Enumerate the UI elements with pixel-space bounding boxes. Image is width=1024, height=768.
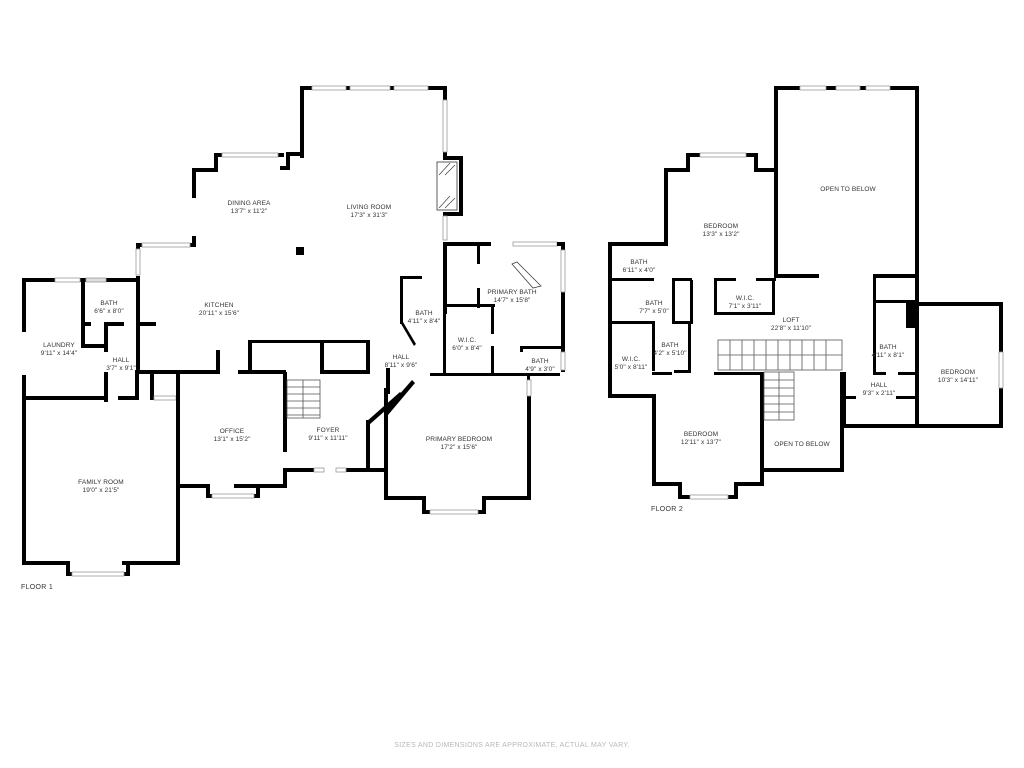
room-dimensions: 17'2" x 15'6" xyxy=(440,444,478,451)
room-dimensions: 3'7" x 9'1" xyxy=(106,365,136,372)
room-bath: BATH 6'6" x 8'0" xyxy=(94,300,124,316)
room-dimensions: 6'11" x 4'0" xyxy=(622,267,656,274)
room-name: PRIMARY BEDROOM xyxy=(425,436,493,443)
room-kitchen: KITCHEN 20'11" x 15'6" xyxy=(199,302,239,318)
room-dimensions: 13'3" x 13'2" xyxy=(702,231,740,238)
room-dimensions: 10'3" x 14'11" xyxy=(937,377,979,384)
room-dimensions: 8'11" x 9'6" xyxy=(384,362,418,369)
room-name: FOYER xyxy=(316,427,340,434)
room-open-to-below: OPEN TO BELOW xyxy=(774,441,830,449)
room-bath: BATH 7'7" x 5'0" xyxy=(639,300,669,316)
room-dimensions: 4'2" x 5'10" xyxy=(653,350,687,357)
room-name: BEDROOM xyxy=(683,431,719,438)
room-dimensions: 14'7" x 15'8" xyxy=(493,297,531,304)
room-loft: LOFT 22'8" x 11'10" xyxy=(771,317,811,333)
room-dimensions: 6'0" x 8'4" xyxy=(452,345,482,352)
room-bath: BATH 4'11" x 8'4" xyxy=(408,310,441,326)
room-name: OPEN TO BELOW xyxy=(820,186,876,193)
room-name: FAMILY ROOM xyxy=(78,479,124,486)
room-dimensions: 22'8" x 11'10" xyxy=(770,325,812,332)
room-walk-in-closet: W.I.C. 7'1" x 3'11" xyxy=(729,295,762,311)
room-bedroom: BEDROOM 12'11" x 13'7" xyxy=(681,431,721,447)
room-bath: BATH 6'11" x 4'0" xyxy=(623,259,656,275)
room-name: BATH xyxy=(645,300,663,307)
room-dimensions: 4'11" x 8'1" xyxy=(871,352,905,359)
disclaimer-text: SIZES AND DIMENSIONS ARE APPROXIMATE, AC… xyxy=(394,742,630,749)
room-walk-in-closet: W.I.C. 6'0" x 8'4" xyxy=(452,337,482,353)
room-primary-bath: PRIMARY BATH 14'7" x 15'8" xyxy=(487,289,536,305)
room-dimensions: 19'0" x 21'5" xyxy=(82,487,120,494)
room-dimensions: 17'3" x 31'3" xyxy=(350,212,388,219)
room-name: BATH xyxy=(415,310,433,317)
room-name: LOFT xyxy=(782,317,800,324)
room-living-room: LIVING ROOM 17'3" x 31'3" xyxy=(347,204,391,220)
room-bedroom: BEDROOM 13'3" x 13'2" xyxy=(703,223,740,239)
room-dining-area: DINING AREA 13'7" x 11'2" xyxy=(228,200,271,216)
room-dimensions: 7'7" x 5'0" xyxy=(639,308,669,315)
room-office: OFFICE 13'1" x 15'2" xyxy=(214,428,251,444)
room-dimensions: 4'9" x 3'0" xyxy=(525,366,555,373)
room-dimensions: 5'0" x 8'11" xyxy=(614,364,648,371)
room-dimensions: 4'11" x 8'4" xyxy=(407,318,441,325)
floor2-walls xyxy=(608,85,1004,500)
room-bath: BATH 4'11" x 8'1" xyxy=(872,344,905,360)
room-hall: HALL 3'7" x 9'1" xyxy=(106,357,136,373)
floor1-label: FLOOR 1 xyxy=(21,584,54,591)
room-name: W.I.C. xyxy=(457,337,477,344)
room-name: KITCHEN xyxy=(204,302,234,309)
room-name: HALL xyxy=(870,382,888,389)
room-name: BATH xyxy=(661,342,679,349)
room-name: BEDROOM xyxy=(703,223,739,230)
room-open-to-below: OPEN TO BELOW xyxy=(820,186,876,194)
room-laundry: LAUNDRY 9'11" x 14'4" xyxy=(41,342,77,358)
room-name: DINING AREA xyxy=(227,200,271,207)
room-family-room: FAMILY ROOM 19'0" x 21'5" xyxy=(78,479,124,495)
room-name: HALL xyxy=(112,357,130,364)
room-dimensions: 20'11" x 15'6" xyxy=(198,310,240,317)
room-name: BATH xyxy=(531,358,549,365)
room-name: LAUNDRY xyxy=(43,342,75,349)
room-hall: HALL 9'3" x 2'11" xyxy=(863,382,896,398)
room-name: W.I.C. xyxy=(735,295,755,302)
room-dimensions: 7'1" x 3'11" xyxy=(728,303,762,310)
room-bedroom: BEDROOM 10'3" x 14'11" xyxy=(938,369,978,385)
room-primary-bedroom: PRIMARY BEDROOM 17'2" x 15'6" xyxy=(426,436,492,452)
room-dimensions: 9'3" x 2'11" xyxy=(862,390,896,397)
room-name: BATH xyxy=(100,300,118,307)
room-hall: HALL 8'11" x 9'6" xyxy=(385,354,418,370)
room-name: OPEN TO BELOW xyxy=(774,441,830,448)
room-name: OFFICE xyxy=(219,428,245,435)
room-dimensions: 13'1" x 15'2" xyxy=(213,436,251,443)
room-dimensions: 13'7" x 11'2" xyxy=(230,208,268,215)
floor1-walls xyxy=(22,85,566,577)
room-name: BEDROOM xyxy=(940,369,976,376)
room-name: PRIMARY BATH xyxy=(487,289,537,296)
room-dimensions: 9'11" x 11'11" xyxy=(308,435,348,442)
room-foyer: FOYER 9'11" x 11'11" xyxy=(308,427,347,443)
room-dimensions: 6'6" x 8'0" xyxy=(94,308,124,315)
room-name: W.I.C. xyxy=(621,356,641,363)
room-name: BATH xyxy=(630,259,648,266)
room-name: BATH xyxy=(879,344,897,351)
room-dimensions: 12'11" x 13'7" xyxy=(680,439,722,446)
room-name: HALL xyxy=(392,354,410,361)
room-bath: BATH 4'9" x 3'0" xyxy=(525,358,555,374)
floor2-label: FLOOR 2 xyxy=(651,506,684,513)
room-walk-in-closet: W.I.C. 5'0" x 8'11" xyxy=(615,356,648,372)
room-name: LIVING ROOM xyxy=(346,204,392,211)
room-dimensions: 9'11" x 14'4" xyxy=(40,350,78,357)
room-bath: BATH 4'2" x 5'10" xyxy=(653,342,686,358)
